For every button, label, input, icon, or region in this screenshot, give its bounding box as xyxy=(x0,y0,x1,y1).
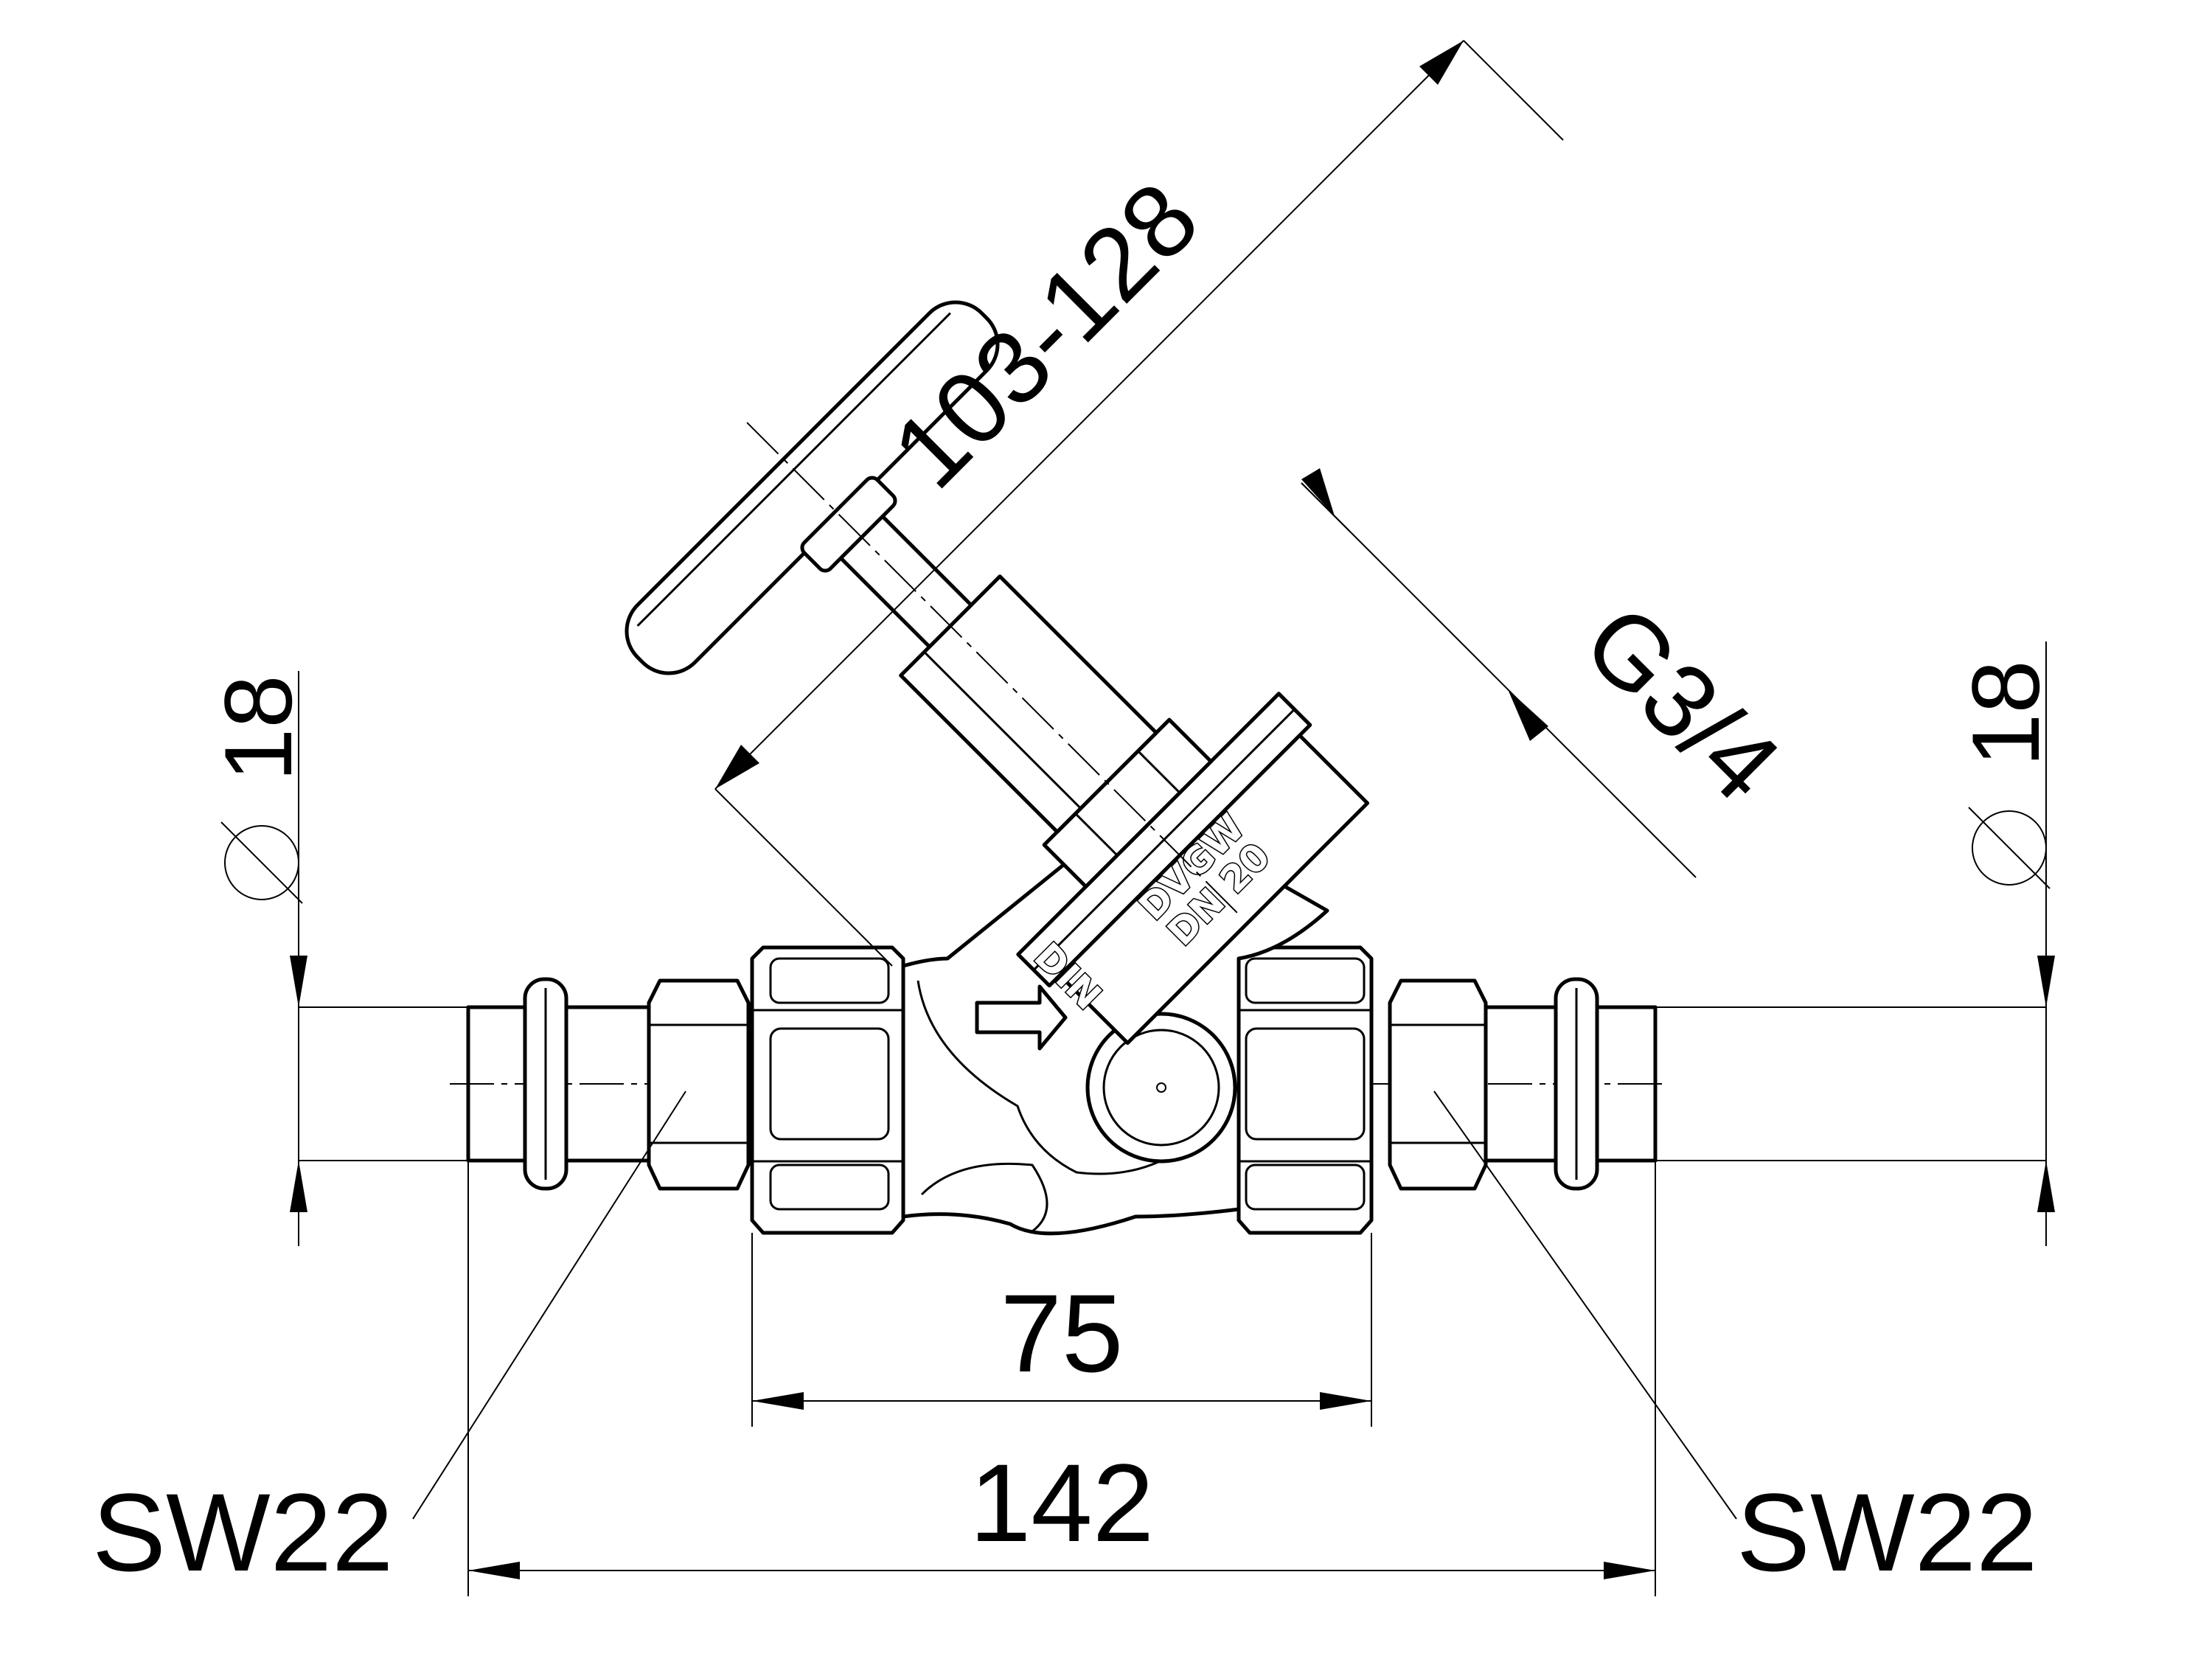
leader-wrench-right: SW22 xyxy=(1433,1091,2037,1594)
overall-length-label: 142 xyxy=(970,1441,1154,1565)
flow-arrow-icon xyxy=(975,984,1068,1051)
diameter-symbol-icon xyxy=(1972,810,2047,886)
wrench-left-label: SW22 xyxy=(92,1470,393,1594)
body-length-label: 75 xyxy=(1001,1271,1124,1395)
leader-wrench-left: SW22 xyxy=(92,1091,686,1594)
dim-overall-length: 142 xyxy=(467,1161,1656,1596)
dim-diameter-right: 18 xyxy=(1655,641,2059,1246)
left-press-fitting xyxy=(466,977,751,1191)
drain-plug xyxy=(1085,1012,1237,1164)
dim-diameter-left: 18 xyxy=(204,671,468,1246)
dim-body-length: 75 xyxy=(751,1233,1372,1427)
diameter-right-label: 18 xyxy=(1952,660,2059,767)
wrench-right-label: SW22 xyxy=(1736,1470,2037,1594)
thread-label: G3/4 xyxy=(1562,582,1803,823)
diameter-left-label: 18 xyxy=(204,675,312,782)
dim-thread: G3/4 xyxy=(1301,468,1803,878)
diameter-symbol-icon xyxy=(224,825,299,900)
